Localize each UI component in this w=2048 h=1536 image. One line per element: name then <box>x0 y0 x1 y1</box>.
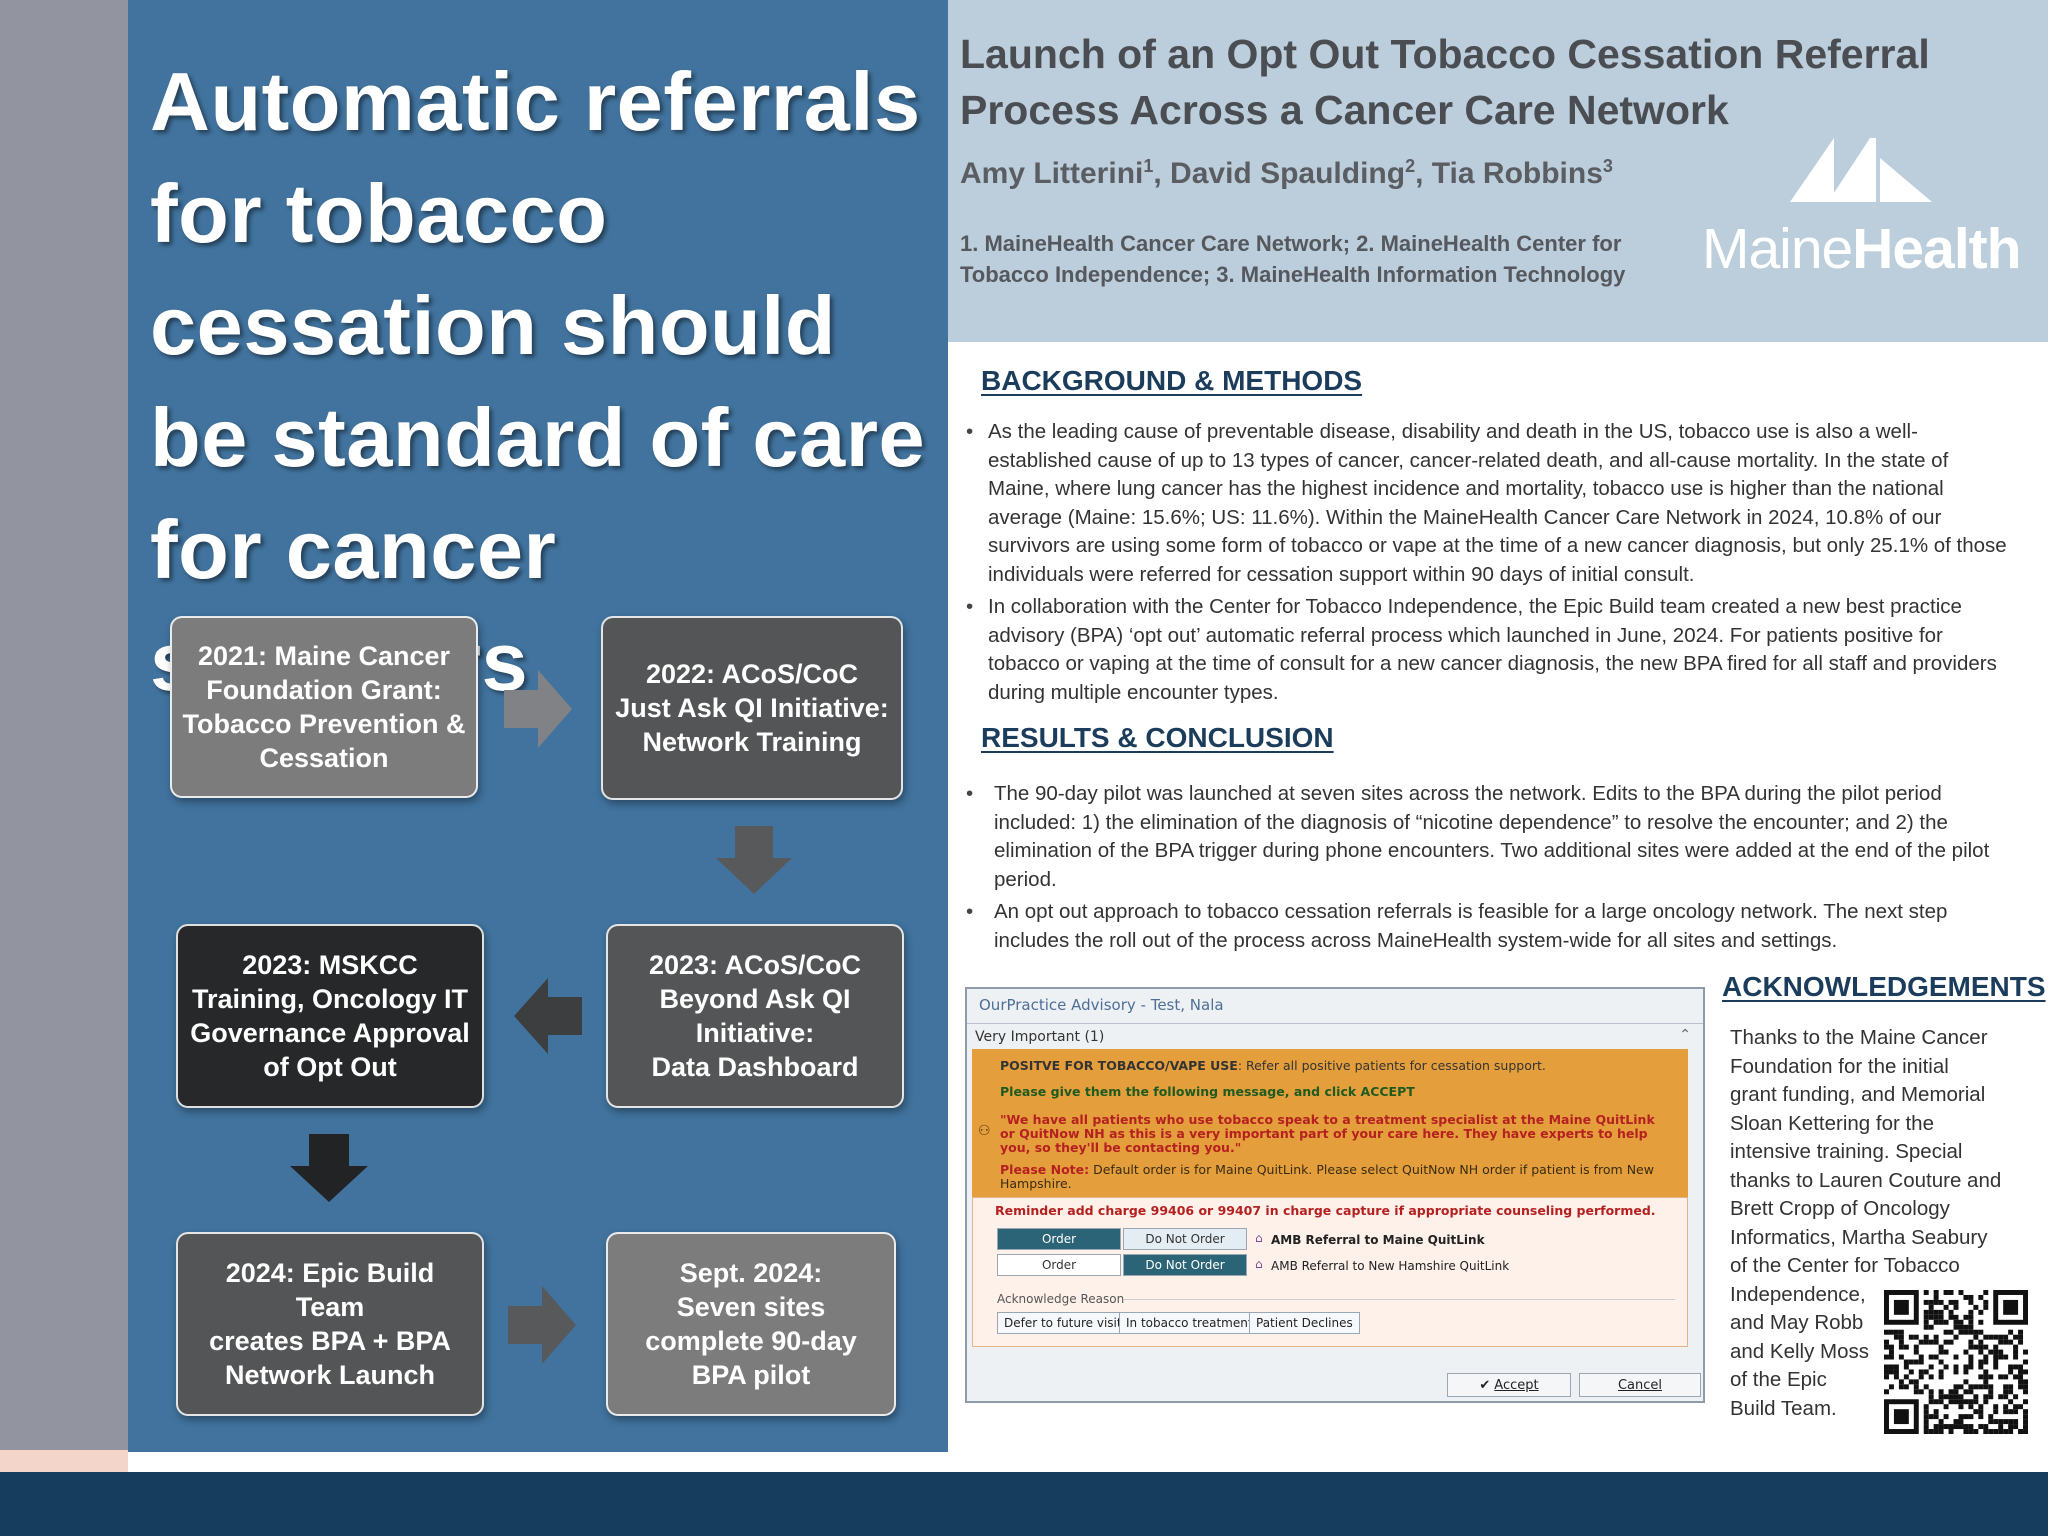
footer-band <box>0 1472 2048 1536</box>
background-heading: BACKGROUND & METHODS <box>981 365 1363 396</box>
reason-defer-button[interactable]: Defer to future visit <box>997 1312 1129 1334</box>
timeline-step-2024: 2024: Epic Build Team creates BPA + BPA … <box>176 1232 484 1416</box>
advisory-note-text: Default order is for Maine QuitLink. Ple… <box>1000 1162 1654 1191</box>
arrow-right-icon <box>508 1286 576 1364</box>
author-affiliation-number: 3 <box>1602 156 1613 176</box>
results-heading: RESULTS & CONCLUSION <box>981 722 1334 753</box>
timeline-step-2023-mskcc: 2023: MSKCC Training, Oncology IT Govern… <box>176 924 484 1108</box>
results-bullet: The 90-day pilot was launched at seven s… <box>964 780 2010 894</box>
acknowledge-divider <box>1123 1299 1675 1300</box>
advisory-reminder: Reminder add charge 99406 or 99407 in ch… <box>995 1203 1656 1218</box>
order-maine-quitlink-button[interactable]: Order <box>997 1228 1121 1250</box>
do-not-order-maine-button[interactable]: Do Not Order <box>1123 1228 1247 1250</box>
advisory-divider <box>967 1023 1703 1024</box>
logo-word-health: Health <box>1852 217 2021 281</box>
author-affiliation-number: 2 <box>1405 156 1416 176</box>
order-nh-quitlink-button[interactable]: Order <box>997 1254 1121 1276</box>
cancel-label: Cancel <box>1617 1377 1663 1393</box>
author-name: Tia Robbins <box>1431 157 1603 190</box>
results-bullets: The 90-day pilot was launched at seven s… <box>964 780 2010 955</box>
left-gray-strip <box>0 0 128 1450</box>
qr-code-icon[interactable] <box>1884 1290 2028 1434</box>
check-icon: ✔ <box>1479 1377 1491 1393</box>
accept-label: Accept <box>1494 1377 1539 1393</box>
collapse-chevron-icon[interactable]: ⌃ <box>1679 1027 1691 1043</box>
timeline-step-2024-pilot: Sept. 2024: Seven sites complete 90-day … <box>606 1232 896 1416</box>
acknowledgements-heading: ACKNOWLEDGEMENTS <box>1722 971 2046 1002</box>
arrow-right-icon <box>504 670 572 748</box>
timeline-step-2021: 2021: Maine Cancer Foundation Grant: Tob… <box>170 616 478 798</box>
bpa-advisory-screenshot: OurPractice Advisory - Test, Nala Very I… <box>965 987 1705 1403</box>
cancel-button[interactable]: Cancel <box>1579 1373 1701 1397</box>
reason-in-treatment-button[interactable]: In tobacco treatment <box>1119 1312 1260 1334</box>
arrow-down-icon <box>290 1134 368 1202</box>
background-bullet: In collaboration with the Center for Tob… <box>964 593 2010 707</box>
do-not-order-nh-button[interactable]: Do Not Order <box>1123 1254 1247 1276</box>
background-bullet: As the leading cause of preventable dise… <box>964 418 2010 589</box>
timeline-step-2023-dashboard: 2023: ACoS/CoC Beyond Ask QI Initiative:… <box>606 924 904 1108</box>
advisory-positive-label: POSITVE FOR TOBACCO/VAPE USE <box>1000 1058 1238 1073</box>
advisory-section-label: Very Important (1) <box>975 1029 1105 1045</box>
timeline-step-2022: 2022: ACoS/CoC Just Ask QI Initiative: N… <box>601 616 903 800</box>
acknowledgements-text: Thanks to the Maine Cancer Foundation fo… <box>1730 1026 2002 1420</box>
author-name: Amy Litterini <box>960 157 1144 190</box>
background-bullets: As the leading cause of preventable dise… <box>964 418 2010 707</box>
advisory-note-label: Please Note: <box>1000 1162 1090 1177</box>
arrow-left-icon <box>514 978 582 1054</box>
advisory-title: OurPractice Advisory - Test, Nala <box>979 996 1224 1014</box>
order-label-nh: AMB Referral to New Hamshire QuitLink <box>1271 1259 1510 1273</box>
advisory-instruction: Please give them the following message, … <box>1000 1084 1415 1099</box>
affiliations: 1. MaineHealth Cancer Care Network; 2. M… <box>960 231 1626 287</box>
accept-button[interactable]: ✔Accept <box>1447 1373 1571 1397</box>
arrow-down-icon <box>716 826 792 894</box>
advisory-positive-text: : Refer all positive patients for cessat… <box>1237 1058 1546 1073</box>
reason-patient-declines-button[interactable]: Patient Declines <box>1249 1312 1360 1334</box>
mainehealth-logo: MaineHealth <box>1702 216 2021 282</box>
order-icon: ⌂ <box>1255 1231 1263 1245</box>
mountains-logo-icon <box>1790 138 1932 202</box>
advisory-order-panel: Reminder add charge 99406 or 99407 in ch… <box>972 1197 1688 1347</box>
acknowledge-reason-label: Acknowledge Reason <box>997 1292 1125 1306</box>
author-list: Amy Litterini1, David Spaulding2, Tia Ro… <box>960 156 1613 190</box>
logo-word-maine: Maine <box>1702 217 1853 281</box>
order-label-maine: AMB Referral to Maine QuitLink <box>1271 1233 1485 1247</box>
left-accent-strip <box>0 1450 128 1472</box>
author-affiliation-number: 1 <box>1143 156 1154 176</box>
expand-target-icon[interactable]: ⚇ <box>978 1123 991 1139</box>
author-name: David Spaulding <box>1170 157 1406 190</box>
advisory-quote: "We have all patients who use tobacco sp… <box>1000 1112 1655 1155</box>
order-icon: ⌂ <box>1255 1257 1263 1271</box>
poster-title: Launch of an Opt Out Tobacco Cessation R… <box>960 31 1930 133</box>
results-bullet: An opt out approach to tobacco cessation… <box>964 898 2010 955</box>
advisory-message-panel: POSITVE FOR TOBACCO/VAPE USE: Refer all … <box>972 1049 1688 1197</box>
